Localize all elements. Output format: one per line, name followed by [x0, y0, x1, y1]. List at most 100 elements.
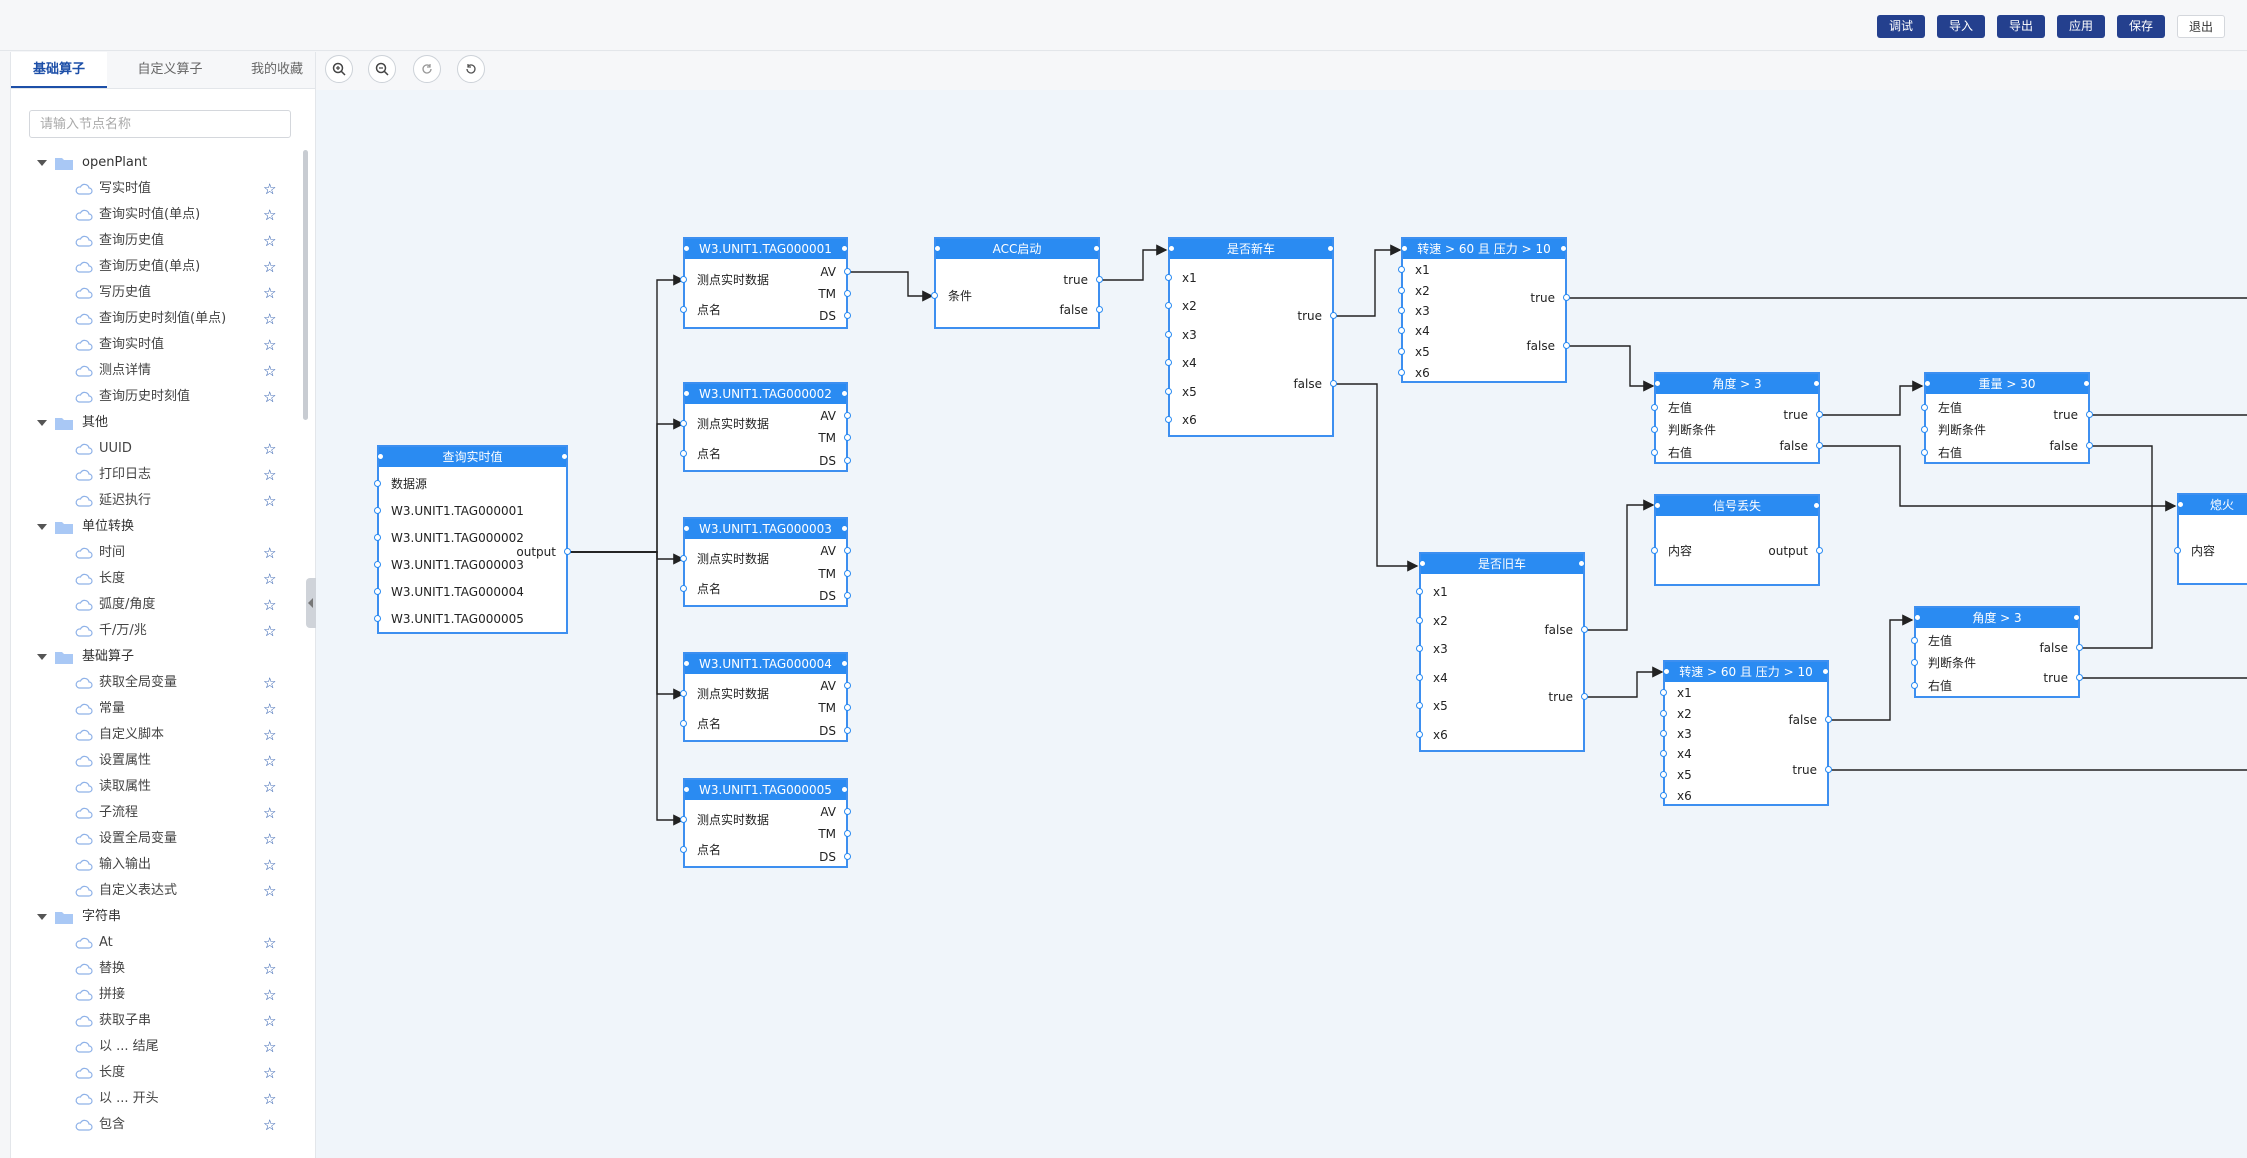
star-icon[interactable]: ☆: [263, 440, 277, 458]
tree-item[interactable]: 自定义表达式☆: [11, 878, 301, 904]
node-port[interactable]: [683, 525, 690, 532]
tree-item[interactable]: 时间☆: [11, 540, 301, 566]
input-port[interactable]: [1651, 449, 1658, 456]
star-icon[interactable]: ☆: [263, 1064, 277, 1082]
tree-item[interactable]: 查询实时值(单点)☆: [11, 202, 301, 228]
input-port[interactable]: [1398, 287, 1405, 294]
input-port[interactable]: [680, 555, 687, 562]
star-icon[interactable]: ☆: [263, 570, 277, 588]
flow-canvas[interactable]: [316, 52, 2247, 1158]
input-port[interactable]: [680, 846, 687, 853]
output-port[interactable]: [844, 457, 851, 464]
tree-item[interactable]: 打印日志☆: [11, 462, 301, 488]
star-icon[interactable]: ☆: [263, 492, 277, 510]
tree-item[interactable]: 查询历史值(单点)☆: [11, 254, 301, 280]
output-port[interactable]: [844, 830, 851, 837]
node-port[interactable]: [2177, 501, 2184, 508]
tree-item[interactable]: 测点详情☆: [11, 358, 301, 384]
star-icon[interactable]: ☆: [263, 622, 277, 640]
star-icon[interactable]: ☆: [263, 1038, 277, 1056]
tree-item[interactable]: 子流程☆: [11, 800, 301, 826]
output-port[interactable]: [1330, 312, 1337, 319]
tree-item[interactable]: 设置属性☆: [11, 748, 301, 774]
star-icon[interactable]: ☆: [263, 856, 277, 874]
debug-button[interactable]: 调试: [1877, 15, 1925, 38]
input-port[interactable]: [1416, 617, 1423, 624]
input-port[interactable]: [1651, 547, 1658, 554]
input-port[interactable]: [374, 561, 381, 568]
star-icon[interactable]: ☆: [263, 934, 277, 952]
tree-item[interactable]: UUID☆: [11, 436, 301, 462]
node-port[interactable]: [1813, 380, 1820, 387]
output-port[interactable]: [844, 268, 851, 275]
input-port[interactable]: [680, 690, 687, 697]
exit-button[interactable]: 退出: [2177, 15, 2225, 38]
output-port[interactable]: [844, 853, 851, 860]
tree-item[interactable]: 千/万/兆☆: [11, 618, 301, 644]
tree-item[interactable]: 长度☆: [11, 566, 301, 592]
tree-item[interactable]: 写历史值☆: [11, 280, 301, 306]
chevron-down-icon[interactable]: [37, 160, 47, 166]
input-port[interactable]: [1660, 730, 1667, 737]
node-port[interactable]: [841, 786, 848, 793]
star-icon[interactable]: ☆: [263, 778, 277, 796]
node-port[interactable]: [1419, 560, 1426, 567]
input-port[interactable]: [1911, 682, 1918, 689]
input-port[interactable]: [374, 588, 381, 595]
star-icon[interactable]: ☆: [263, 674, 277, 692]
tree-item[interactable]: 常量☆: [11, 696, 301, 722]
tree-group[interactable]: 其他: [11, 410, 301, 436]
node-port[interactable]: [841, 390, 848, 397]
input-port[interactable]: [1165, 388, 1172, 395]
tree-item[interactable]: 查询历史值☆: [11, 228, 301, 254]
input-port[interactable]: [680, 450, 687, 457]
input-port[interactable]: [1660, 771, 1667, 778]
star-icon[interactable]: ☆: [263, 804, 277, 822]
input-port[interactable]: [1416, 702, 1423, 709]
output-port[interactable]: [844, 808, 851, 815]
input-port[interactable]: [374, 615, 381, 622]
tab-basic-operators[interactable]: 基础算子: [11, 52, 107, 88]
output-port[interactable]: [2086, 411, 2093, 418]
tree-item[interactable]: 以 ... 结尾☆: [11, 1034, 301, 1060]
output-port[interactable]: [1825, 716, 1832, 723]
output-port[interactable]: [1816, 442, 1823, 449]
input-port[interactable]: [680, 720, 687, 727]
output-port[interactable]: [844, 547, 851, 554]
input-port[interactable]: [680, 420, 687, 427]
node-port[interactable]: [1093, 245, 1100, 252]
input-port[interactable]: [1416, 731, 1423, 738]
tree-item[interactable]: 获取全局变量☆: [11, 670, 301, 696]
output-port[interactable]: [844, 570, 851, 577]
node-port[interactable]: [1327, 245, 1334, 252]
reset-icon[interactable]: [457, 55, 485, 83]
input-port[interactable]: [1398, 266, 1405, 273]
tree-item[interactable]: 以 ... 开头☆: [11, 1086, 301, 1112]
star-icon[interactable]: ☆: [263, 882, 277, 900]
tree-item[interactable]: 查询实时值☆: [11, 332, 301, 358]
input-port[interactable]: [1660, 689, 1667, 696]
output-port[interactable]: [844, 592, 851, 599]
output-port[interactable]: [844, 290, 851, 297]
node-port[interactable]: [1663, 668, 1670, 675]
node-port[interactable]: [841, 660, 848, 667]
input-port[interactable]: [1416, 645, 1423, 652]
save-button[interactable]: 保存: [2117, 15, 2165, 38]
node-port[interactable]: [934, 245, 941, 252]
input-port[interactable]: [1651, 404, 1658, 411]
output-port[interactable]: [844, 312, 851, 319]
input-port[interactable]: [1416, 674, 1423, 681]
star-icon[interactable]: ☆: [263, 1116, 277, 1134]
star-icon[interactable]: ☆: [263, 232, 277, 250]
input-port[interactable]: [931, 292, 938, 299]
output-port[interactable]: [844, 412, 851, 419]
node-port[interactable]: [1560, 245, 1567, 252]
star-icon[interactable]: ☆: [263, 544, 277, 562]
